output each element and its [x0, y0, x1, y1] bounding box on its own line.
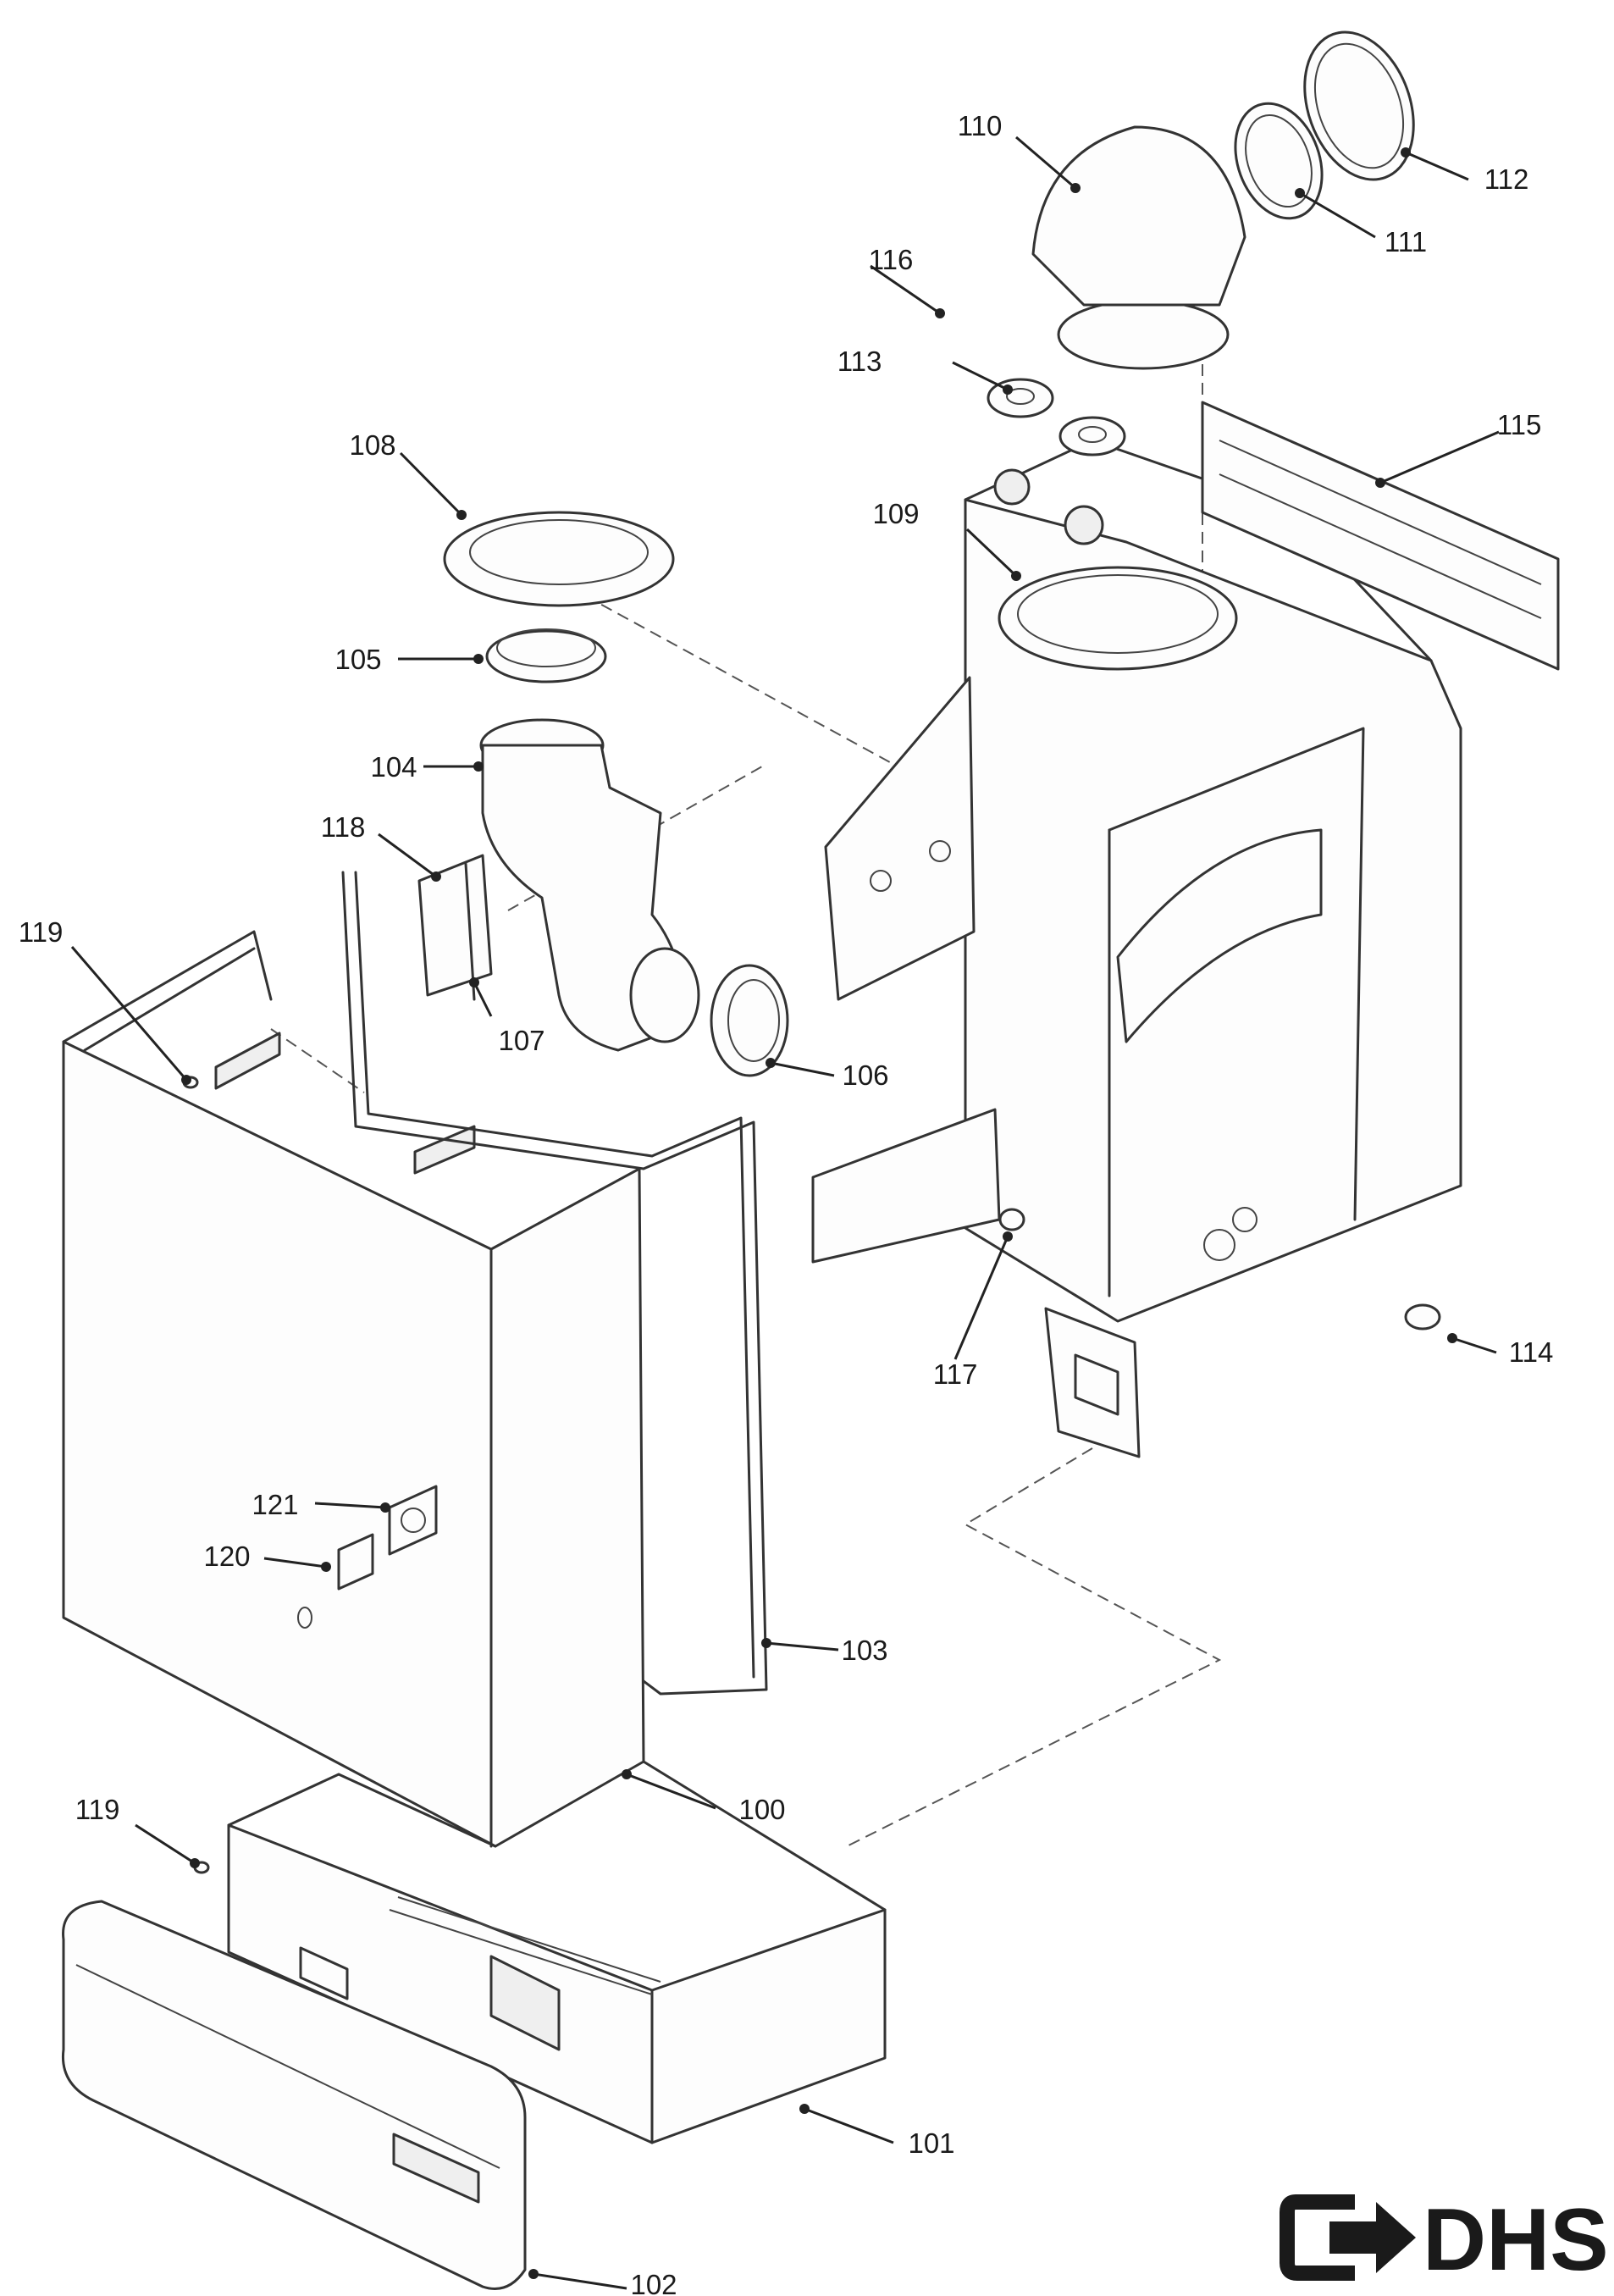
- callout-103: 103: [841, 1635, 887, 1666]
- logo-text: DHS: [1423, 2191, 1609, 2289]
- callout-120: 120: [203, 1541, 250, 1572]
- callout-105: 105: [334, 644, 381, 675]
- callout-110: 110: [958, 110, 1003, 141]
- part-112-clamp-ring: [1303, 30, 1415, 181]
- callout-116: 117: [933, 1358, 978, 1390]
- part-108-gasket-plate: [443, 511, 675, 607]
- callout-119-bottom: 119: [75, 1794, 120, 1825]
- callout-115: 115: [1497, 409, 1542, 440]
- callout-113: 113: [837, 346, 882, 377]
- part-103-case-seal: [341, 871, 768, 1696]
- part-101-lower-casing: [227, 1760, 887, 2144]
- callout-102: 102: [630, 2269, 677, 2296]
- part-109-chassis: [811, 439, 1462, 1458]
- leader-lines: [70, 136, 1500, 2290]
- callout-labels: 110 116 113 108 105 104 118 107 112 111 …: [19, 110, 1554, 2296]
- part-102-front-trim: [61, 1900, 527, 2290]
- part-114-grommet: [1404, 1303, 1441, 1331]
- callout-109: 109: [872, 498, 919, 529]
- part-104-flue-elbow: [479, 718, 700, 1052]
- part-113-grommets: [987, 378, 1126, 456]
- part-116-fitting: [998, 1208, 1025, 1231]
- callout-100: 100: [738, 1794, 785, 1825]
- callout-101: 101: [908, 2127, 954, 2159]
- callout-106: 106: [842, 1059, 888, 1091]
- callout-112: 112: [1484, 163, 1529, 195]
- callout-104: 104: [370, 751, 417, 783]
- callout-111: 111: [1385, 226, 1427, 257]
- part-100-front-casing: [62, 930, 645, 1848]
- dhs-logo: DHS: [1280, 2191, 1609, 2289]
- part-106-ring: [710, 964, 789, 1077]
- callout-108: 108: [349, 429, 395, 461]
- callout-121: 121: [251, 1489, 298, 1520]
- part-115-wall-bracket: [1201, 401, 1560, 671]
- callout-119-top: 119: [19, 916, 64, 948]
- arrow-logo-icon: [1280, 2194, 1416, 2281]
- callout-117: 116: [869, 244, 914, 275]
- callout-118: 118: [321, 811, 366, 843]
- part-110-flue-elbow-top: [1031, 125, 1246, 370]
- part-118-bracket: [417, 854, 493, 1001]
- part-105-ring: [485, 628, 607, 683]
- callout-114: 114: [1509, 1336, 1554, 1368]
- callout-107: 107: [498, 1025, 544, 1056]
